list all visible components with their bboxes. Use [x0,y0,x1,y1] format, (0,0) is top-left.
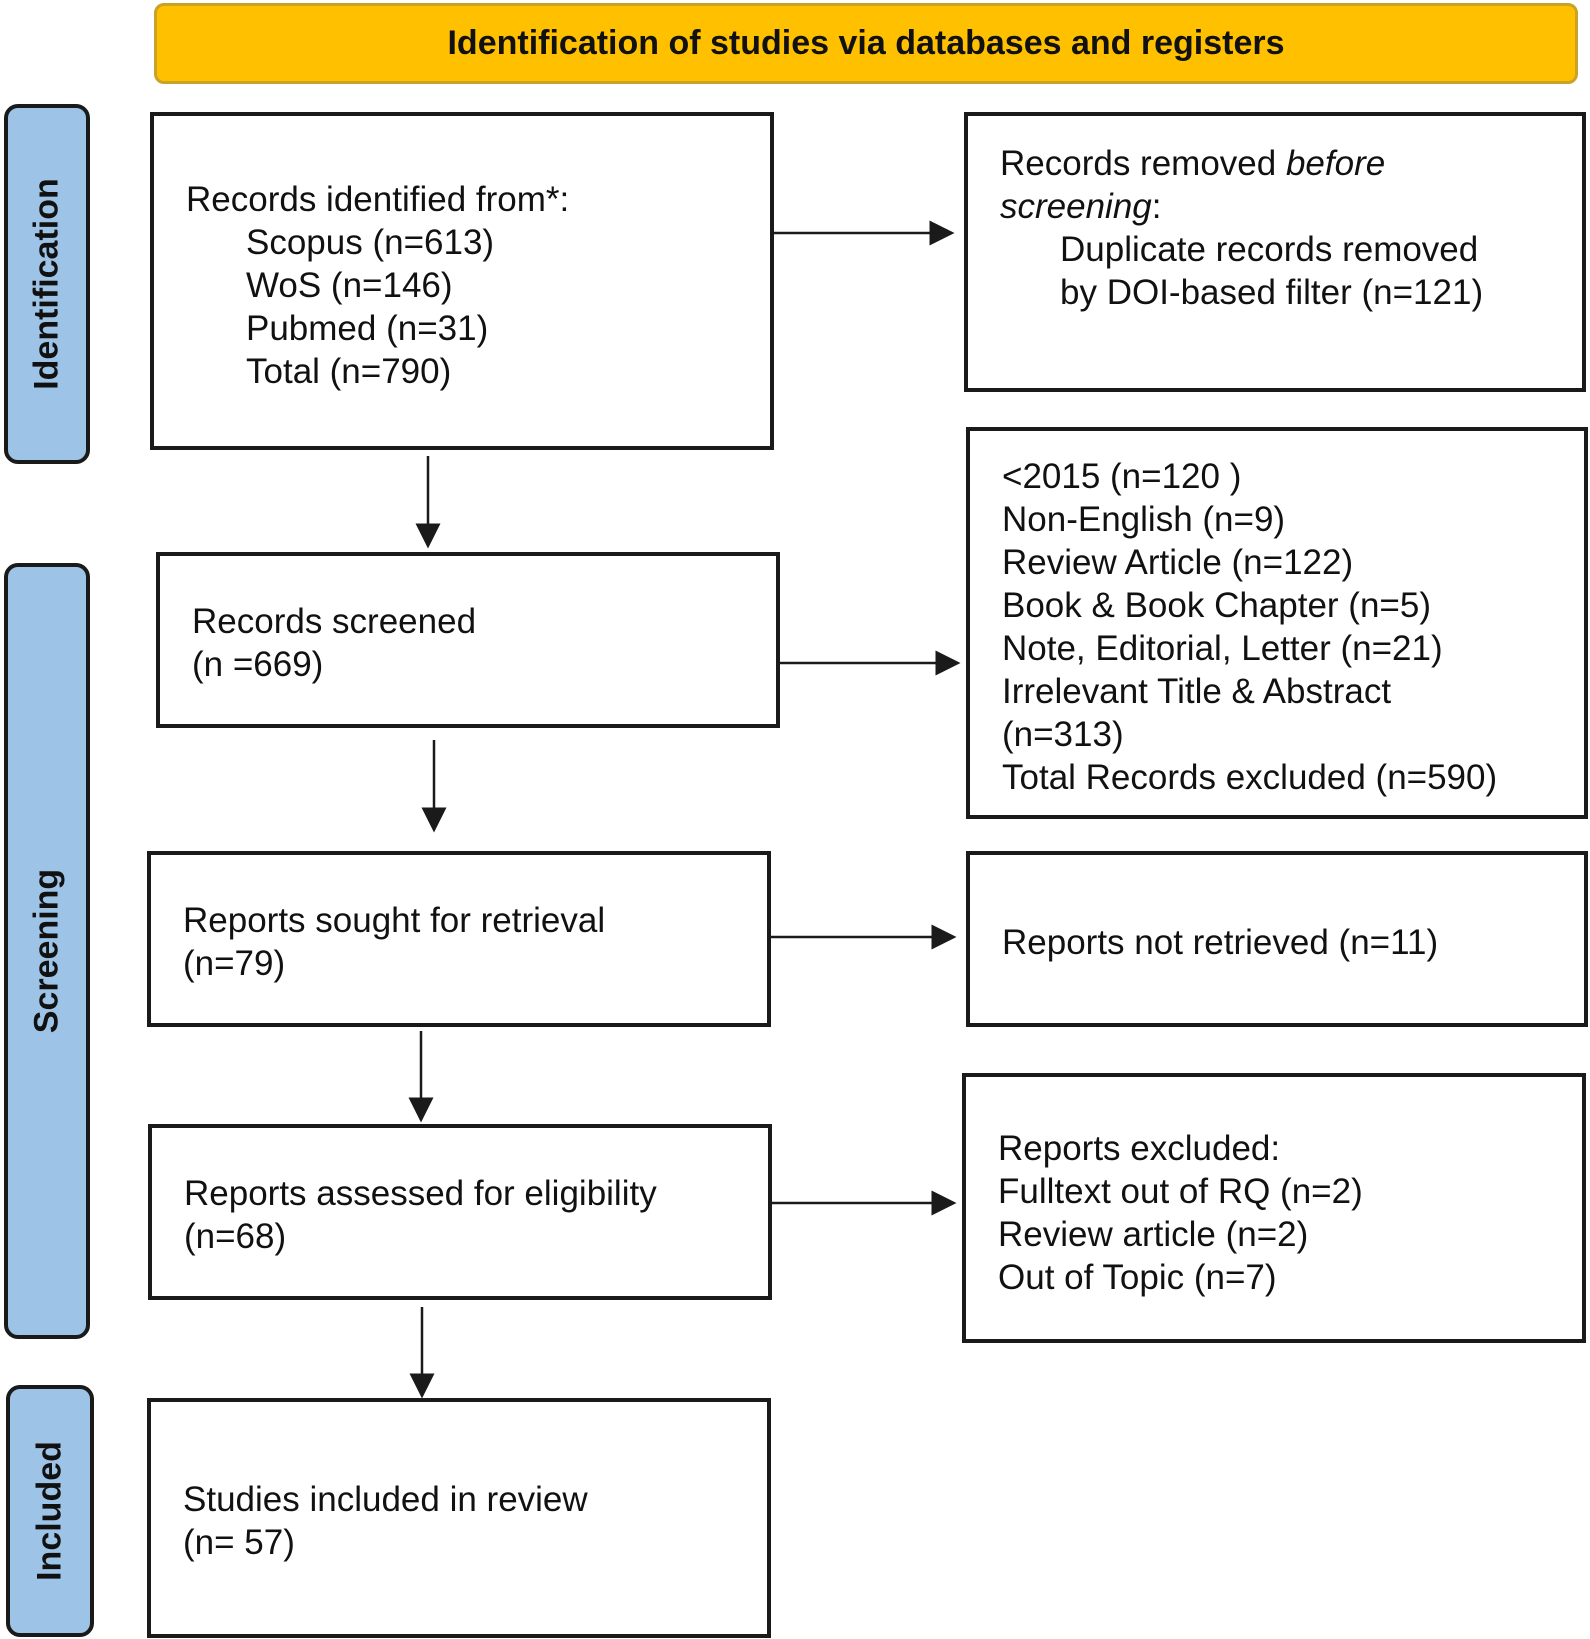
reports-sought-box: Reports sought for retrieval (n=79) [147,851,771,1027]
reports-assessed-label: Reports assessed for eligibility [184,1174,657,1213]
reports-not-retrieved-label: Reports not retrieved (n=11) [1002,923,1439,962]
reports-excluded-box: Reports excluded: Fulltext out of RQ (n=… [962,1073,1586,1343]
studies-included-box: Studies included in review (n= 57) [147,1398,771,1638]
header-banner: Identification of studies via databases … [154,3,1578,84]
records-excluded-box: <2015 (n=120 ) Non-English (n=9) Review … [966,427,1588,819]
excluded-review-article: Review Article (n=122) [1002,543,1354,582]
records-identified-box: Records identified from*: Scopus (n=613)… [150,112,774,450]
records-removed-before: before [1285,144,1386,183]
reports-sought-count: (n=79) [183,944,286,983]
records-removed-prefix: Records removed [1000,144,1286,183]
reports-assessed-count: (n=68) [184,1217,287,1256]
reports-excluded-heading: Reports excluded: [998,1129,1281,1168]
records-removed-detail-2: by DOI-based filter (n=121) [1060,273,1484,312]
excluded-irrelevant-count: (n=313) [1002,715,1124,754]
reports-excluded-review: Review article (n=2) [998,1215,1309,1254]
studies-included-count: (n= 57) [183,1523,295,1562]
excluded-irrelevant-title: Irrelevant Title & Abstract [1002,672,1392,711]
excluded-total: Total Records excluded (n=590) [1002,758,1498,797]
records-removed-colon: : [1151,187,1162,226]
excluded-non-english: Non-English (n=9) [1002,500,1286,539]
reports-excluded-fulltext: Fulltext out of RQ (n=2) [998,1172,1363,1211]
reports-sought-label: Reports sought for retrieval [183,901,606,940]
records-identified-heading: Records identified from*: [186,180,570,219]
excluded-note-editorial-letter: Note, Editorial, Letter (n=21) [1002,629,1443,668]
excluded-pre-2015: <2015 (n=120 ) [1002,457,1242,496]
records-screened-count: (n =669) [192,645,324,684]
phase-identification: Identification [4,104,90,464]
records-removed-screening: screening [1000,187,1152,226]
source-scopus: Scopus (n=613) [246,223,495,262]
source-wos: WoS (n=146) [246,266,453,305]
records-screened-box: Records screened (n =669) [156,552,780,728]
records-screened-label: Records screened [192,602,477,641]
records-removed-title-line1: Records removed before [1000,142,1483,185]
records-removed-box: Records removed before screening: Duplic… [964,112,1586,392]
header-title: Identification of studies via databases … [447,24,1285,62]
excluded-book-chapter: Book & Book Chapter (n=5) [1002,586,1431,625]
reports-excluded-out-of-topic: Out of Topic (n=7) [998,1258,1277,1297]
source-pubmed: Pubmed (n=31) [246,309,489,348]
studies-included-label: Studies included in review [183,1480,588,1519]
reports-assessed-box: Reports assessed for eligibility (n=68) [148,1124,772,1300]
reports-not-retrieved-box: Reports not retrieved (n=11) [966,851,1588,1027]
records-removed-detail-1: Duplicate records removed [1060,230,1479,269]
records-removed-title-line2: screening: [1000,185,1483,228]
source-total: Total (n=790) [246,352,452,391]
phase-included: Included [6,1385,94,1637]
phase-screening: Screening [4,563,90,1339]
